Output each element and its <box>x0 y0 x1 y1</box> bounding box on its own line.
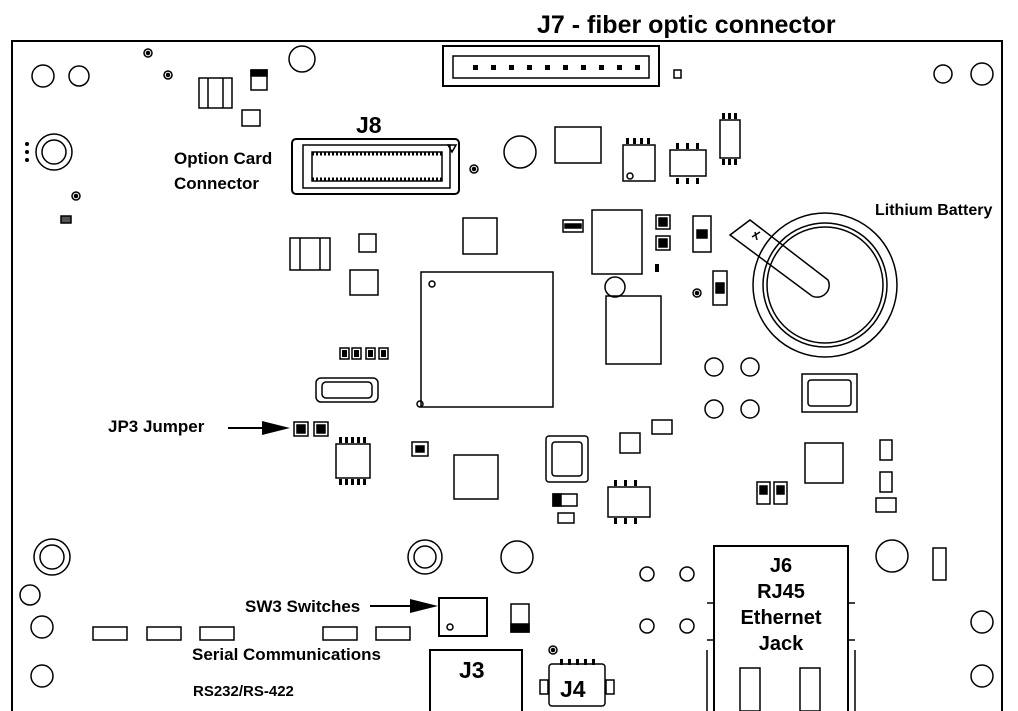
mount-hole <box>933 64 953 84</box>
j4-label: J4 <box>560 676 586 702</box>
serial-communications-label: Serial Communications <box>192 645 381 664</box>
j3-label: J3 <box>459 657 485 683</box>
j7-fiber-optic-connector <box>442 45 682 87</box>
option-card-label-line1: Option Card <box>174 149 272 168</box>
lithium-battery <box>728 212 898 358</box>
jp3-arrow <box>228 421 290 435</box>
standoff <box>407 539 443 575</box>
mount-hole <box>68 65 90 87</box>
sw3-arrow <box>370 599 438 613</box>
mount-hole <box>970 62 994 86</box>
jp3-jumper <box>293 421 329 437</box>
j6-rj45-ethernet-jack <box>706 545 856 711</box>
j8-label: J8 <box>356 112 382 138</box>
standoff <box>33 538 71 576</box>
j3-serial-connector <box>429 649 523 711</box>
option-card-label-line2: Connector <box>174 174 259 193</box>
j6-label-line1: J6 <box>770 555 792 577</box>
board-outline <box>11 40 1003 711</box>
standoff <box>35 133 73 171</box>
j6-label-line2: RJ45 <box>757 581 805 603</box>
j6-label-line3: Ethernet <box>740 607 821 629</box>
sw3-switches <box>438 597 488 637</box>
sw3-switches-label: SW3 Switches <box>245 597 360 616</box>
j7-label: J7 - fiber optic connector <box>537 11 836 39</box>
rs232-label: RS232/RS-422 <box>193 683 294 700</box>
j6-label-line4: Jack <box>759 633 804 655</box>
mount-hole <box>31 64 55 88</box>
j4-connector <box>539 659 615 707</box>
main-processor <box>416 271 554 408</box>
j8-option-card-connector <box>291 138 460 195</box>
lithium-battery-label: Lithium Battery <box>875 202 992 219</box>
mount-hole <box>288 45 316 73</box>
jp3-jumper-label: JP3 Jumper <box>108 417 205 436</box>
